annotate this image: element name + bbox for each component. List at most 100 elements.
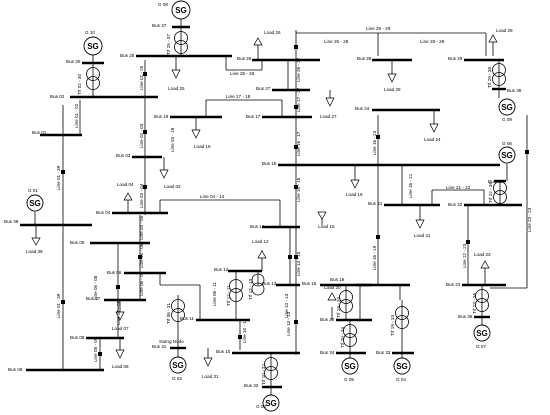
- load-31-arrow-icon: [203, 348, 213, 367]
- trf-25-37-label: Trf 25 - 37: [166, 34, 171, 55]
- bus-28-label: Bus 28: [357, 56, 372, 61]
- line-10-13-label: Line 10 - 13: [284, 293, 289, 318]
- gen-g02-label: G 02: [172, 376, 182, 381]
- transformer-25-37: [174, 27, 188, 56]
- load-24-label: Load 24: [424, 137, 441, 142]
- line-02-03-label: Line 02 - 03: [139, 123, 144, 148]
- load-20-label: Load 20: [324, 285, 341, 290]
- line-03-04-label: Line 03 - 04: [139, 183, 144, 208]
- line-09-39-label: Line 01 - 39: [56, 293, 61, 318]
- generator-labels: G 10 G 09 G 06 G 01 G 02 G 05 G 04 G 07 …: [28, 2, 512, 409]
- bus-13-label: Bus 13: [262, 281, 277, 286]
- line-10-11-label: Line 10 - 11: [242, 319, 247, 343]
- bus-11-label: Bus 11: [180, 316, 194, 321]
- transformer-19-20: [339, 285, 353, 320]
- bus-04-label: Bus 04: [96, 210, 111, 215]
- load-18-arrow-icon: [191, 117, 201, 139]
- transformer-23-36: [475, 285, 489, 317]
- bus-22-label: Bus 22: [448, 202, 463, 207]
- line-16-24-label: Line 16 - 24: [372, 130, 377, 155]
- load-03-label: Load 03: [164, 184, 181, 189]
- transformer-22-35: [493, 181, 507, 205]
- bus-37-label: Bus 37: [152, 23, 167, 28]
- line-26-29-label: Line 26 - 29: [366, 26, 391, 31]
- trf-20-34-label: Trf 20 - 34: [340, 327, 345, 348]
- line-26-28-label: Line 26 - 28: [324, 39, 349, 44]
- line-04-05-label: Line 04 - 05: [139, 215, 144, 240]
- line-02-25-label: Line 02 - 25: [139, 65, 144, 90]
- line-14-15-label: Line 14 - 15: [296, 251, 301, 276]
- bus-24-label: Bus 24: [355, 106, 370, 111]
- bus-18-label: Bus 18: [154, 114, 169, 119]
- load-16-label: Load 16: [346, 192, 363, 197]
- bus-31-label: Bus 31: [152, 344, 167, 349]
- line-labels-vertical: Line 26 - 27 Line 17 - 27 Line 02 - 25 L…: [56, 34, 532, 385]
- bus-14-label: Bus 14: [250, 224, 265, 229]
- bus-03-label: Bus 03: [116, 153, 131, 158]
- svg-text:SG: SG: [396, 362, 408, 371]
- trf-12-11-label: Trf 12 - 11: [226, 285, 231, 306]
- line-06-07-label: Line 06 - 07: [139, 271, 144, 296]
- bus-labels: Bus 37 Bus 30 Bus 25 Bus 26 Bus 28 Bus 2…: [4, 23, 522, 388]
- bus-17-label: Bus 17: [246, 114, 261, 119]
- load-15-arrow-icon: [317, 211, 327, 225]
- bus-29-label: Bus 29: [448, 56, 463, 61]
- generator-g08-icon: SG: [171, 0, 191, 27]
- swing-node-label: Swing Node: [159, 339, 184, 344]
- trf-02-30-label: Trf 02 - 30: [77, 74, 82, 95]
- line-26-27-label: Line 26 - 27: [296, 57, 301, 82]
- generator-g03-icon: SG: [262, 387, 280, 412]
- line-23-24-label: Line 23 - 24: [527, 207, 532, 232]
- load-12-label: Load 12: [252, 239, 269, 244]
- bus-10-label: Bus 10: [216, 349, 231, 354]
- load-23-arrow-icon: [480, 260, 490, 285]
- line-04-14-label: Line 04 - 14: [200, 194, 225, 199]
- load-24-arrow-icon: [429, 110, 439, 133]
- load-39-arrow-icon: [31, 225, 41, 246]
- load-16-arrow-icon: [350, 165, 360, 189]
- load-28-label: Load 28: [384, 87, 401, 92]
- generator-g04-icon: SG: [393, 353, 411, 375]
- gen-g04-label: G 04: [396, 377, 406, 382]
- transformer-06-31: [171, 295, 185, 348]
- line-15-16-label: Line 15 - 16: [296, 177, 301, 202]
- load-labels: Load 26 Load 25 Load 28 Load 29 Load 27 …: [26, 28, 513, 379]
- gen-g05-label: G 05: [344, 377, 354, 382]
- load-26-label: Load 26: [264, 30, 281, 35]
- load-12-arrow-icon: [257, 250, 267, 271]
- bus-39-label: Bus 39: [4, 219, 19, 224]
- load-21-arrow-icon: [415, 205, 425, 229]
- line-21-22-label: Line 21 - 22: [446, 185, 471, 190]
- load-27-arrow-icon: [325, 90, 335, 107]
- line-01-02-label: Line 01 - 02: [74, 103, 79, 128]
- line-16-21-label: Line 16 - 21: [408, 173, 413, 198]
- transformer-29-38: [492, 60, 506, 89]
- svg-text:SG: SG: [175, 6, 187, 15]
- line-17-27-label: Line 17 - 27: [296, 87, 301, 112]
- transformer-12-11: [229, 271, 243, 320]
- svg-text:SG: SG: [344, 362, 356, 371]
- load-26-arrow-icon: [253, 37, 263, 60]
- wires: [62, 30, 528, 370]
- trf-10-32-label: Trf 10 - 32: [261, 364, 266, 385]
- bus-30-label: Bus 30: [66, 59, 81, 64]
- load-23-label: Load 23: [474, 252, 491, 257]
- gen-g03-label: G 03: [256, 404, 266, 409]
- load-25-arrow-icon: [171, 56, 181, 79]
- line-22-23-label: Line 22 - 23: [462, 243, 467, 268]
- trf-19-20-label: Trf 19 - 20: [336, 297, 341, 318]
- bus-21-label: Bus 21: [368, 201, 383, 206]
- load-08-arrow-icon: [115, 338, 125, 359]
- load-29-label: Load 29: [496, 28, 513, 33]
- load-15-label: Load 15: [318, 224, 335, 229]
- generator-g06-icon: SG: [498, 146, 516, 181]
- bus-12-label: Bus 12: [214, 267, 229, 272]
- bus-02-label: Bus 02: [50, 94, 65, 99]
- line-13-14-label: Line 13 - 14: [286, 311, 291, 336]
- trf-22-35-label: Trf 22 - 35: [488, 182, 493, 203]
- generators: SG SG SG SG SG SG SG: [26, 0, 516, 412]
- bus-19-label: Bus 19: [330, 277, 345, 282]
- load-20-arrow-icon: [327, 292, 337, 320]
- svg-text:SG: SG: [29, 199, 41, 208]
- line-01-39-label: Line 01 - 39: [56, 165, 61, 190]
